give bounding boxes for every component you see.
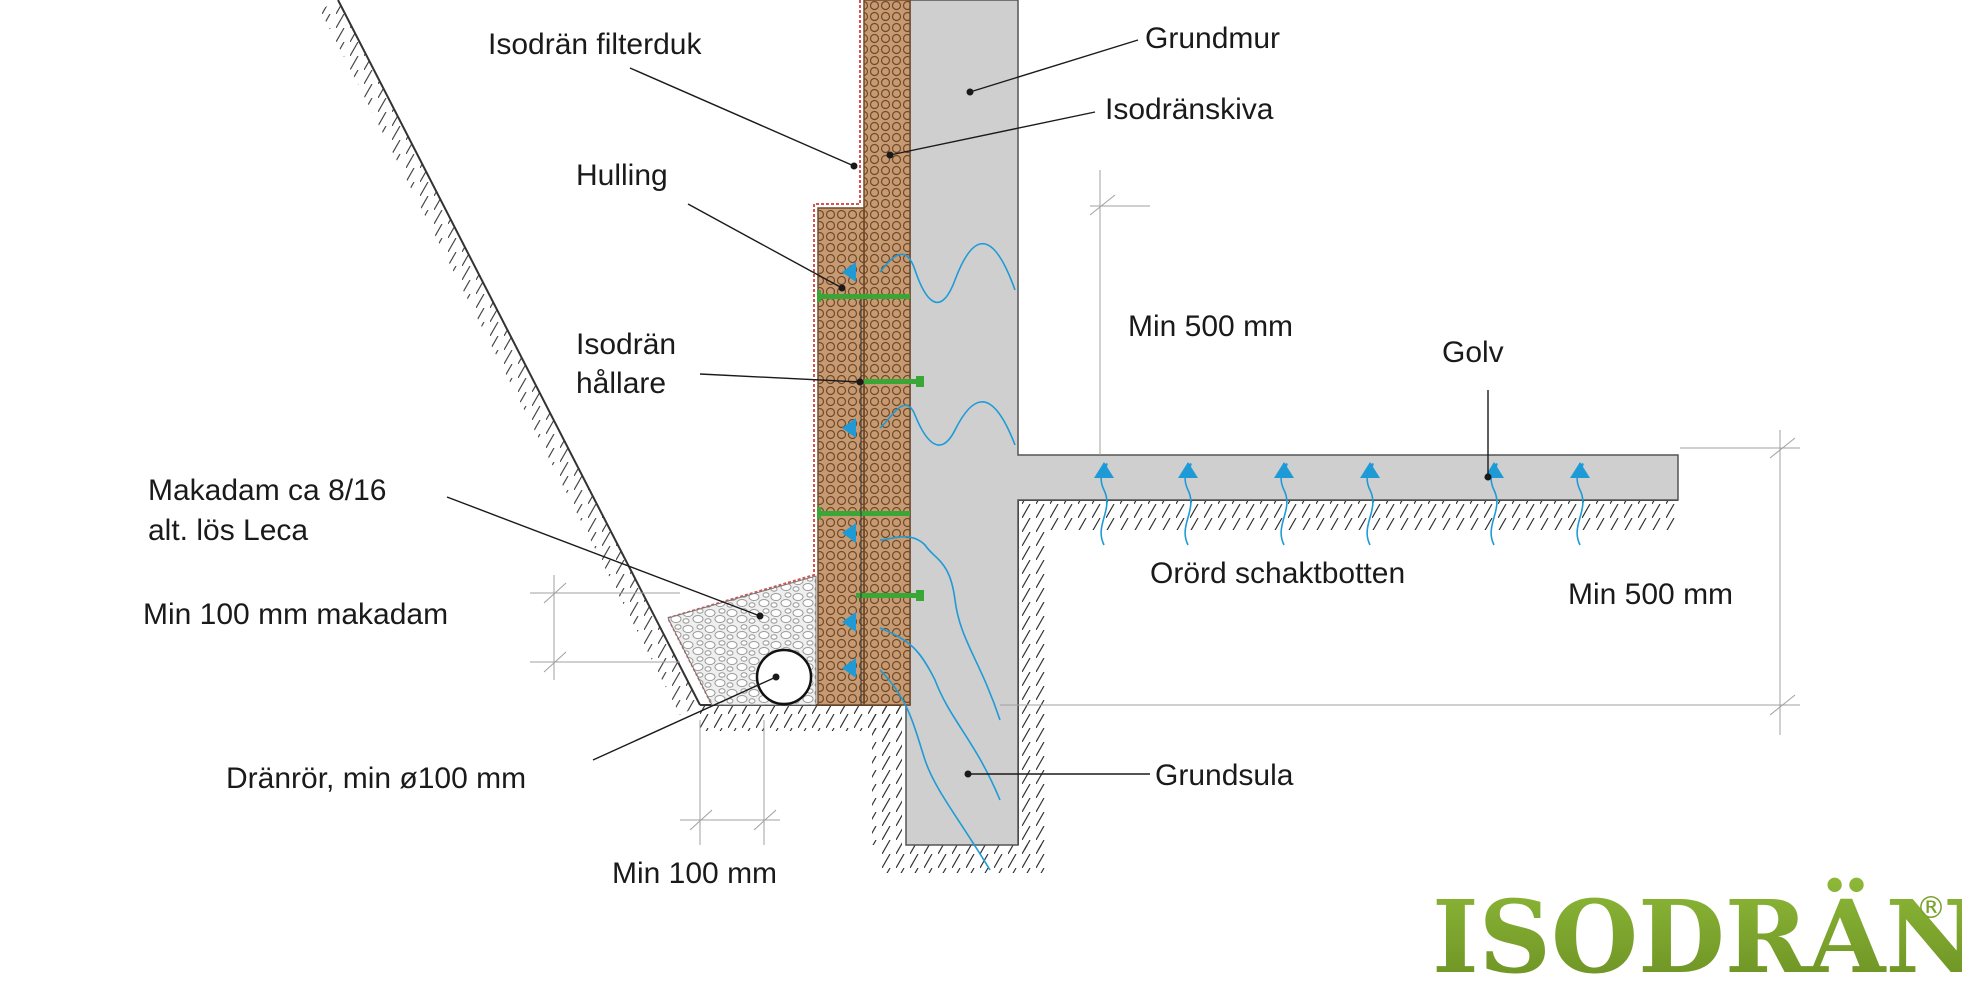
label-hallare-2: hållare <box>576 367 666 400</box>
logo-wordmark: ISODRÄN <box>1432 878 1962 996</box>
label-min100: Min 100 mm <box>612 857 777 890</box>
leader-lines <box>446 39 1489 775</box>
excavation-slope <box>320 0 701 715</box>
label-min100-makadam: Min 100 mm makadam <box>143 598 448 631</box>
label-isodranskiva: Isodränskiva <box>1105 93 1274 126</box>
label-min500-right: Min 500 mm <box>1568 578 1733 611</box>
isodran-board <box>817 0 911 706</box>
drain-pipe <box>755 648 813 706</box>
leader-dots <box>756 88 1492 778</box>
label-makadam-2: alt. lös Leca <box>148 514 308 547</box>
label-grundsula: Grundsula <box>1155 759 1294 792</box>
filter-cloth <box>666 0 861 706</box>
label-dranror: Dränrör, min ø100 mm <box>226 762 526 795</box>
label-hallare-1: Isodrän <box>576 328 676 361</box>
label-grundmur: Grundmur <box>1145 22 1280 55</box>
label-filterduk: Isodrän filterduk <box>488 28 702 61</box>
labels: Isodrän filterduk Grundmur Isodränskiva … <box>143 22 1733 890</box>
isodran-logo: ISODRÄN ® <box>1432 878 1962 996</box>
water-arrows <box>842 262 1590 678</box>
water-flow <box>879 242 1584 871</box>
soil-hatching <box>700 499 1678 873</box>
logo-registered-mark: ® <box>1916 891 1946 926</box>
label-min500-wall: Min 500 mm <box>1128 310 1293 343</box>
label-orord: Orörd schaktbotten <box>1150 557 1405 590</box>
dimension-lines <box>530 170 1800 845</box>
label-makadam-1: Makadam ca 8/16 <box>148 474 386 507</box>
label-golv: Golv <box>1442 336 1504 369</box>
label-hulling: Hulling <box>576 159 668 192</box>
isodran-holders <box>817 290 924 705</box>
